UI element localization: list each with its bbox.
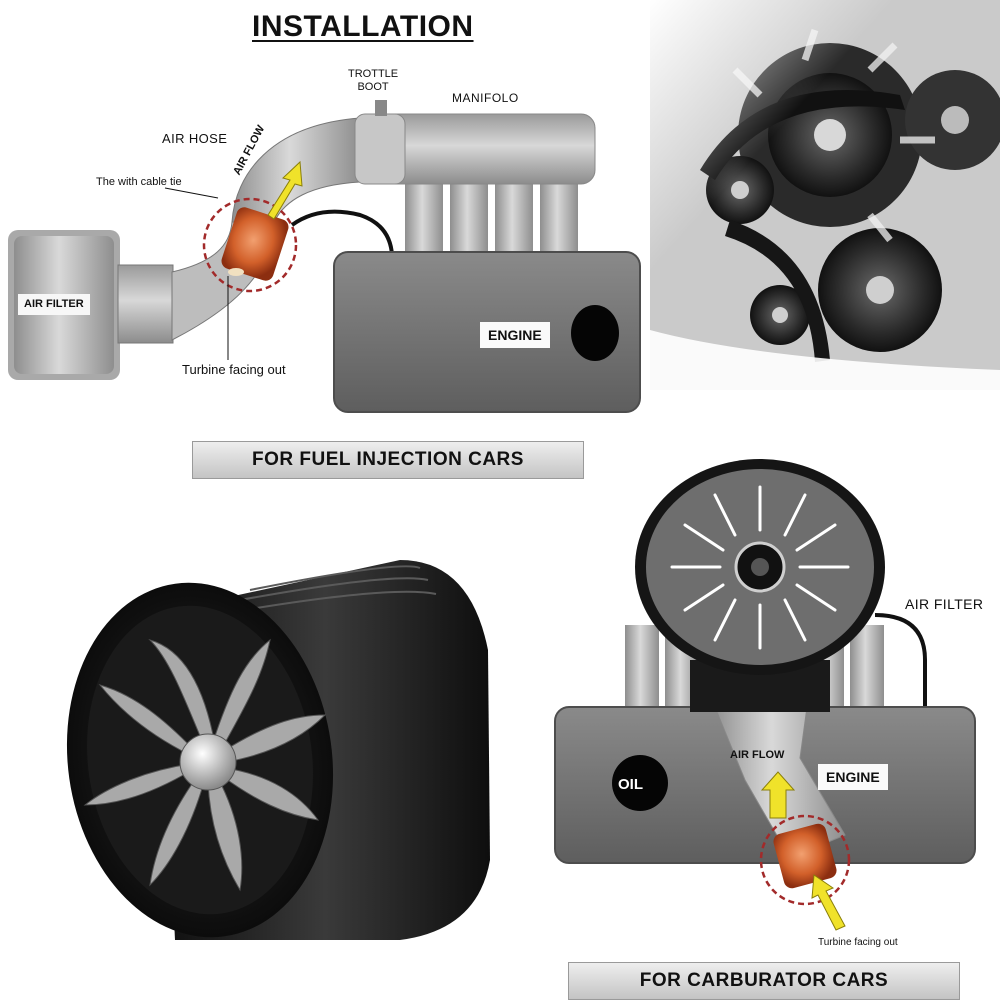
carb-air-filter-label: AIR FILTER — [905, 596, 984, 612]
engine-label: ENGINE — [480, 322, 550, 348]
carb-air-flow-label: AIR FLOW — [730, 749, 785, 761]
carburator-diagram — [554, 459, 976, 931]
carb-turbine-label: Turbine facing out — [818, 937, 898, 948]
trottle-label: TROTTLE — [348, 68, 399, 80]
turbo-fan-icon — [66, 560, 490, 940]
carburator-caption: FOR CARBURATOR CARS — [568, 962, 960, 1000]
engine-belt-photo — [650, 0, 1000, 390]
cable-tie-label: The with cable tie — [96, 176, 182, 188]
oil-label: OIL — [618, 776, 643, 793]
carb-engine-label: ENGINE — [818, 764, 888, 790]
fuel-injection-caption: FOR FUEL INJECTION CARS — [192, 441, 584, 479]
air-hose-label: AIR HOSE — [162, 131, 228, 146]
boot-label: BOOT — [357, 80, 389, 93]
turbine-label: Turbine facing out — [182, 362, 286, 377]
manifold-label: MANIFOLO — [452, 91, 519, 105]
fuel-injection-diagram — [8, 100, 641, 413]
diagram-title: INSTALLATION — [252, 10, 474, 43]
air-filter-label: AIR FILTER — [18, 294, 90, 315]
